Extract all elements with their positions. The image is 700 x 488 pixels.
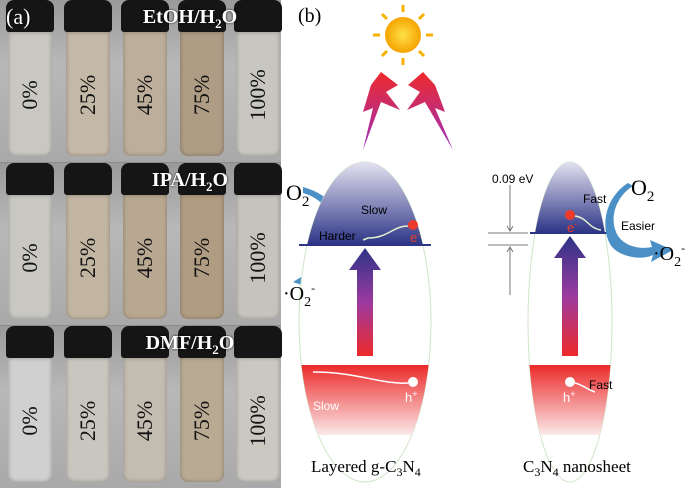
solvent-title: DMF/H2O [145, 332, 235, 357]
svg-text:·O2-: ·O2- [283, 281, 315, 310]
gap-value: 0.09 eV [492, 172, 533, 186]
vial-cap [121, 0, 169, 32]
vial: 100% [234, 326, 282, 484]
vial-percent-label: 100% [245, 69, 270, 121]
excitation-arrow [554, 236, 586, 356]
panel-a-photo: 0% 25% 45% 75% 100% EtOH/H2O 0% 25% 45% 75% 100% IP… [0, 0, 282, 488]
vial-solution [66, 195, 110, 319]
vial-cap [64, 326, 112, 358]
vial-cap [178, 163, 226, 195]
vial: 0% [6, 0, 54, 158]
electron-dot [408, 220, 418, 230]
svg-text:e-: e- [567, 219, 577, 235]
vial: 0% [6, 326, 54, 484]
vial-cap [6, 163, 54, 195]
vial-percent-label: 75% [189, 237, 214, 278]
svg-text:h+: h+ [405, 389, 418, 405]
svg-text:h+: h+ [563, 389, 576, 405]
sun-icon [373, 5, 433, 65]
vial-cap [64, 163, 112, 195]
vial-solution [123, 32, 167, 156]
svg-text:Slow: Slow [361, 203, 387, 217]
svg-text:O2: O2 [286, 180, 309, 210]
vial-percent-label: 45% [132, 237, 157, 278]
solvent-title: EtOH/H2O [142, 6, 238, 31]
vial-cap [121, 163, 169, 195]
lightning-left-icon [363, 72, 400, 150]
panel-a-label: (a) [6, 4, 31, 29]
vial: 25% [64, 163, 112, 321]
svg-text:Slow: Slow [313, 399, 339, 413]
vial: 75% [178, 326, 226, 484]
vial-row: 0% 25% 45% 75% 100% DMF/H2O [0, 326, 282, 488]
vial-row: 0% 25% 45% 75% 100% EtOH/H2O [0, 0, 282, 162]
vial-percent-label: 25% [75, 400, 100, 441]
vial-row: 0% 25% 45% 75% 100% IPA/H2O [0, 163, 282, 325]
vial-percent-label: 100% [245, 395, 270, 447]
o2-reduction-arrow-right [605, 183, 673, 262]
vial-cap [64, 0, 112, 32]
vial-percent-label: 25% [75, 237, 100, 278]
solvent-title: IPA/H2O [151, 169, 229, 194]
vial-cap [234, 326, 282, 358]
excitation-arrow [349, 248, 381, 356]
vial-solution [236, 358, 280, 482]
vial-cap [178, 326, 226, 358]
vial-percent-label: 0% [17, 406, 42, 436]
lightning-right-icon [407, 72, 453, 150]
hole-dot [565, 377, 575, 387]
svg-text:Easier: Easier [621, 219, 655, 233]
vial: 100% [234, 163, 282, 321]
vial: 75% [178, 163, 226, 321]
vial-percent-label: 45% [132, 400, 157, 441]
svg-text:·O2-: ·O2- [653, 241, 685, 270]
svg-text:O2: O2 [631, 175, 654, 205]
vial-percent-label: 100% [245, 232, 270, 284]
svg-text:Fast: Fast [583, 192, 607, 206]
vial-percent-label: 0% [17, 80, 42, 110]
vial: 0% [6, 163, 54, 321]
vial-percent-label: 75% [189, 400, 214, 441]
caption-nanosheet: C3N4 nanosheet [523, 457, 631, 479]
vial: 75% [178, 0, 226, 158]
caption-layered: Layered g-C3N4 [311, 457, 421, 479]
electron-dot [565, 210, 575, 220]
vial-solution [123, 195, 167, 319]
vial-percent-label: 0% [17, 243, 42, 273]
vial-solution [8, 32, 52, 156]
vial: 25% [64, 326, 112, 484]
vial-cap [234, 0, 282, 32]
vial-solution [180, 195, 224, 319]
vial-solution [123, 358, 167, 482]
svg-text:e-: e- [410, 229, 420, 245]
vial-percent-label: 25% [75, 74, 100, 115]
vial-cap [121, 326, 169, 358]
svg-text:Harder: Harder [319, 229, 356, 243]
panel-b-diagram: (b) e- Slow h+ Slow e- Fast h+ Fast 0.09… [283, 5, 685, 483]
vial-percent-label: 75% [189, 74, 214, 115]
vial-cap [6, 0, 54, 32]
vial-solution [66, 358, 110, 482]
vial-cap [6, 326, 54, 358]
vial-solution [66, 32, 110, 156]
vial: 45% [121, 0, 169, 158]
hole-dot [408, 377, 418, 387]
vial-solution [180, 32, 224, 156]
vial-solution [8, 358, 52, 482]
c3n4-nanosheet-band-diagram: e- Fast h+ Fast [527, 161, 613, 483]
vial-cap [234, 163, 282, 195]
svg-text:Fast: Fast [589, 378, 613, 392]
vial-solution [8, 195, 52, 319]
vial-percent-label: 45% [132, 74, 157, 115]
vial-solution [236, 32, 280, 156]
vial: 25% [64, 0, 112, 158]
vial-solution [180, 358, 224, 482]
vial: 45% [121, 163, 169, 321]
panel-b-label: (b) [298, 5, 321, 27]
vial: 45% [121, 326, 169, 484]
vial-cap [178, 0, 226, 32]
vial-solution [236, 195, 280, 319]
band-gap-offset-marker [488, 185, 528, 295]
vial: 100% [234, 0, 282, 158]
